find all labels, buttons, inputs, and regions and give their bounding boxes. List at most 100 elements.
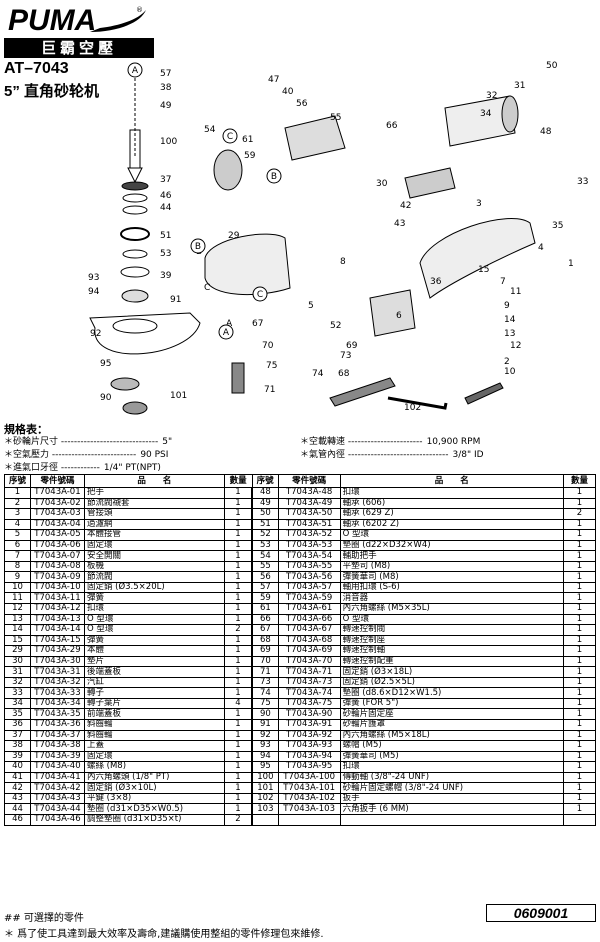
cell-part: T7043A-93 [277,740,341,752]
spec-label: ＊空氣壓力 -------------------------- [4,450,137,460]
cell-no: 9 [4,571,31,583]
cell-qty: 2 [223,624,254,636]
cell-part: T7043A-61 [277,603,341,615]
callout-label: 57 [160,69,171,79]
cell-no: 6 [4,539,31,552]
cell-name: 把手 [83,487,225,499]
callout-label: 40 [282,87,294,97]
cell-name: 固定環 [83,750,225,763]
reference-marker-label: C [227,132,233,142]
cell-part: T7043A-35 [29,708,85,721]
cell-no: 59 [251,592,279,604]
cell-no: 34 [4,697,31,710]
cell-name: 六角扳手 (6 MM) [339,803,565,815]
spec-value: 5" [162,437,173,447]
cell-qty: 1 [563,697,596,710]
cell-part: T7043A-37 [29,729,85,742]
cell-part: T7043A-01 [29,487,85,499]
header-part: 零件號碼 [277,474,341,488]
cell-name: O 型環 [339,529,565,541]
cell-no: 73 [251,676,279,689]
callout-label: 50 [546,61,558,71]
cell-part: T7043A-46 [29,813,85,826]
cell-name: 固定銷 (Ø3×10L) [83,782,225,794]
cell-qty: 1 [223,750,254,763]
cell-no: 1 [4,487,31,499]
cell-no: 30 [4,655,31,668]
cell-no: 91 [251,719,279,731]
callout-label: 94 [88,287,100,297]
cell-part: T7043A-32 [29,676,85,689]
cell-part: T7043A-53 [277,539,341,552]
cell-qty: 1 [563,687,596,699]
cell-no: 39 [4,750,31,763]
cell-part: T7043A-90 [277,708,341,721]
cell-name: 平鍵 (3×8) [83,792,225,805]
callout-label: 70 [262,341,274,351]
cell-part: T7043A-40 [29,761,85,773]
cell-no: 14 [4,624,31,636]
exploded-diagram-svg: 57384910037464451533993949192959010129BA… [0,51,588,415]
cell-no: 71 [251,666,279,678]
cell-qty: 1 [223,571,254,583]
cell-part: T7043A-73 [277,676,341,689]
cell-no: 36 [4,719,31,731]
cell-no: 35 [4,708,31,721]
cell-name: O 型環 [83,624,225,636]
cell-name: O 型環 [339,613,565,626]
cell-no: 67 [251,624,279,636]
cell-part: T7043A-75 [277,697,341,710]
cell-name: 軸承 (629 Z) [339,508,565,520]
cell-no: 56 [251,571,279,583]
cell-qty: 1 [223,676,254,689]
reference-marker [190,238,206,254]
cell-part: T7043A-55 [277,560,341,573]
cell-no: 37 [4,729,31,742]
header-no: 序號 [4,474,31,488]
reference-marker-label: B [271,172,277,182]
callout-label: 55 [330,113,341,123]
callout-label: 47 [268,75,279,85]
cell-no: 5 [4,529,31,541]
cell-part: T7043A-41 [29,771,85,784]
cell-name: 後端蓋板 [83,666,225,678]
callout-label: 69 [346,341,358,351]
cell-qty: 1 [223,645,254,657]
cell-name: 彈簧 [83,592,225,604]
cell-no: 48 [251,487,279,499]
cell-name: 螺絲 (M8) [83,761,225,773]
cell-no: 100 [251,771,279,784]
cell-qty: 1 [223,634,254,647]
cell-qty: 1 [223,560,254,573]
callout-label: C [204,283,210,293]
cell-qty: 1 [563,782,596,794]
cell-no: 46 [4,813,31,826]
cell-qty: 1 [223,518,254,531]
callout-label: 4 [538,243,544,253]
cell-part: T7043A-05 [29,529,85,541]
cell-name: 扣環 [339,761,565,773]
cell-no: 31 [4,666,31,678]
callout-label: 29 [228,231,240,241]
callout-label: 3 [476,199,482,209]
callout-label: 73 [340,351,351,361]
reference-marker [218,324,234,340]
spec-wheel-size: ＊砂輪片尺寸 ------------------------------5" [4,434,172,447]
cell-no: 42 [4,782,31,794]
callout-label: 12 [510,341,521,351]
cell-no: 95 [251,761,279,773]
cell-name [339,813,565,826]
cell-part: T7043A-48 [277,487,341,499]
cell-qty: 1 [563,655,596,668]
cell-no [251,813,279,826]
header-part: 零件號碼 [29,474,85,488]
cell-qty: 1 [563,539,596,552]
